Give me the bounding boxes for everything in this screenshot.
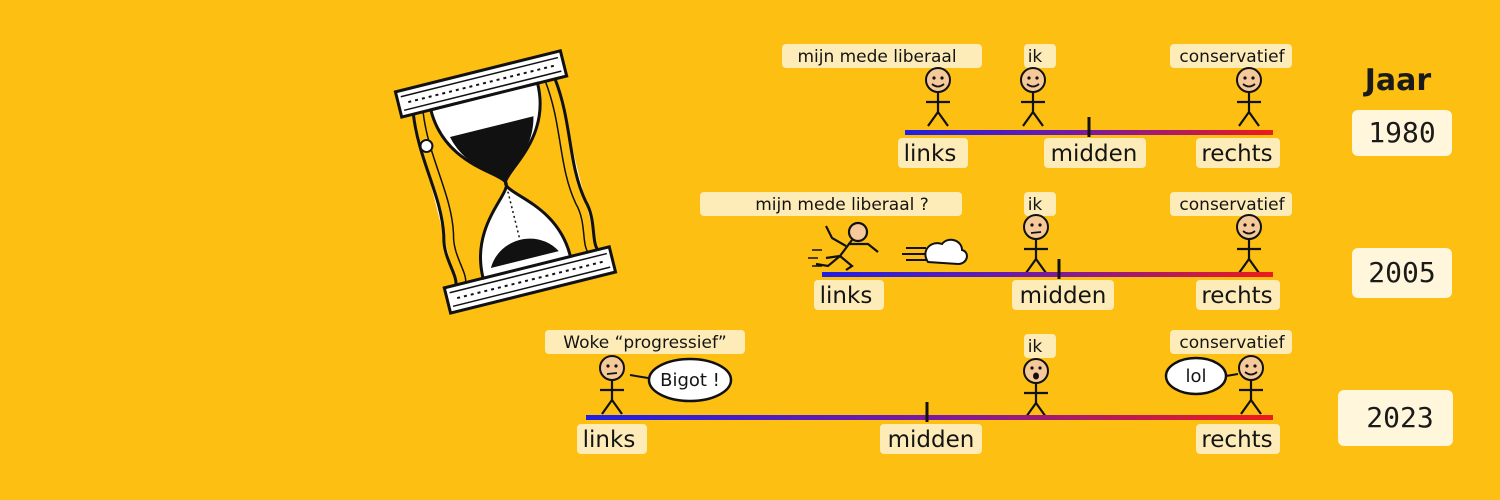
axis-label-right: rechts bbox=[1201, 283, 1272, 309]
axis-label-middle: midden bbox=[888, 427, 975, 453]
row-2023: Woke “progressief” ik conservatief Bigot… bbox=[545, 330, 1292, 454]
figure-label-left: mijn mede liberaal ? bbox=[755, 195, 929, 215]
svg-text:1980: 1980 bbox=[1368, 116, 1435, 149]
year-heading: Jaar bbox=[1363, 63, 1432, 98]
spectrum-axis bbox=[586, 415, 1273, 420]
axis-label-right: rechts bbox=[1201, 141, 1272, 167]
stick-figure-me bbox=[1022, 357, 1050, 419]
svg-text:lol: lol bbox=[1185, 366, 1206, 387]
axis-label-left: links bbox=[583, 427, 636, 453]
stick-figure-conservative bbox=[1237, 354, 1265, 416]
stick-figure-conservative bbox=[1235, 213, 1263, 275]
stick-figure-conservative bbox=[1235, 66, 1263, 128]
year-label-2005: 2005 bbox=[1352, 248, 1452, 298]
row-1980: mijn mede liberaal ik conservatief links… bbox=[782, 44, 1292, 168]
speech-bubble-right: lol bbox=[1164, 356, 1239, 396]
figure-label-left: Woke “progressief” bbox=[563, 333, 726, 353]
figure-label-me: ik bbox=[1028, 195, 1043, 215]
svg-text:2023: 2023 bbox=[1366, 401, 1433, 434]
figure-label-right: conservatief bbox=[1179, 47, 1285, 67]
dust-cloud-icon bbox=[902, 238, 968, 266]
year-column: Jaar 1980 2005 2023 bbox=[1338, 63, 1453, 446]
figure-label-right: conservatief bbox=[1179, 333, 1285, 353]
svg-text:2005: 2005 bbox=[1368, 256, 1435, 289]
figure-label-me: ik bbox=[1028, 337, 1043, 357]
stick-figure-me bbox=[1019, 66, 1047, 128]
figure-label-me: ik bbox=[1028, 47, 1043, 67]
speech-bubble-left: Bigot ! bbox=[629, 357, 733, 403]
svg-text:Bigot !: Bigot ! bbox=[660, 370, 720, 391]
axis-label-left: links bbox=[904, 141, 957, 167]
stick-figure-woke bbox=[598, 354, 626, 416]
axis-label-right: rechts bbox=[1201, 427, 1272, 453]
figure-label-right: conservatief bbox=[1179, 195, 1285, 215]
figure-label-left: mijn mede liberaal bbox=[797, 47, 956, 67]
stick-figure-liberal bbox=[924, 66, 952, 128]
year-label-1980: 1980 bbox=[1352, 110, 1452, 156]
axis-label-middle: midden bbox=[1051, 141, 1138, 167]
year-label-2023: 2023 bbox=[1338, 390, 1453, 446]
hourglass-icon bbox=[393, 48, 618, 315]
spectrum-axis bbox=[822, 272, 1273, 277]
stick-figure-running bbox=[808, 221, 879, 271]
stick-figure-me bbox=[1022, 213, 1050, 275]
axis-label-middle: midden bbox=[1020, 283, 1107, 309]
axis-label-left: links bbox=[820, 283, 873, 309]
row-2005: mijn mede liberaal ? ik conservatief lin… bbox=[700, 192, 1292, 310]
